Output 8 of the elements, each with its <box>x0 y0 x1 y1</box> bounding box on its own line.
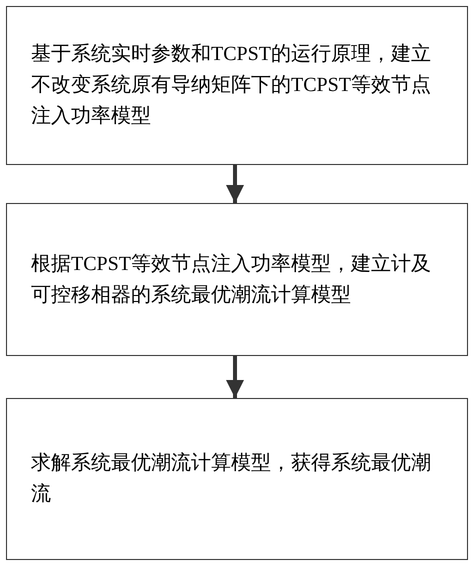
process-box <box>6 398 468 560</box>
arrow <box>226 356 244 398</box>
process-box <box>6 6 468 165</box>
arrow <box>226 165 244 203</box>
step-text: 基于系统实时参数和TCPST的运行原理，建立不改变系统原有导纳矩阵下的TCPST等效节点注入功率模型 <box>31 42 432 129</box>
step-text: 根据TCPST等效节点注入功率模型，建立计及可控移相器的系统最优潮流计算模型 <box>31 252 432 308</box>
process-box <box>6 203 468 356</box>
step-text: 求解系统最优潮流计算模型，获得系统最优潮流 <box>31 451 432 507</box>
